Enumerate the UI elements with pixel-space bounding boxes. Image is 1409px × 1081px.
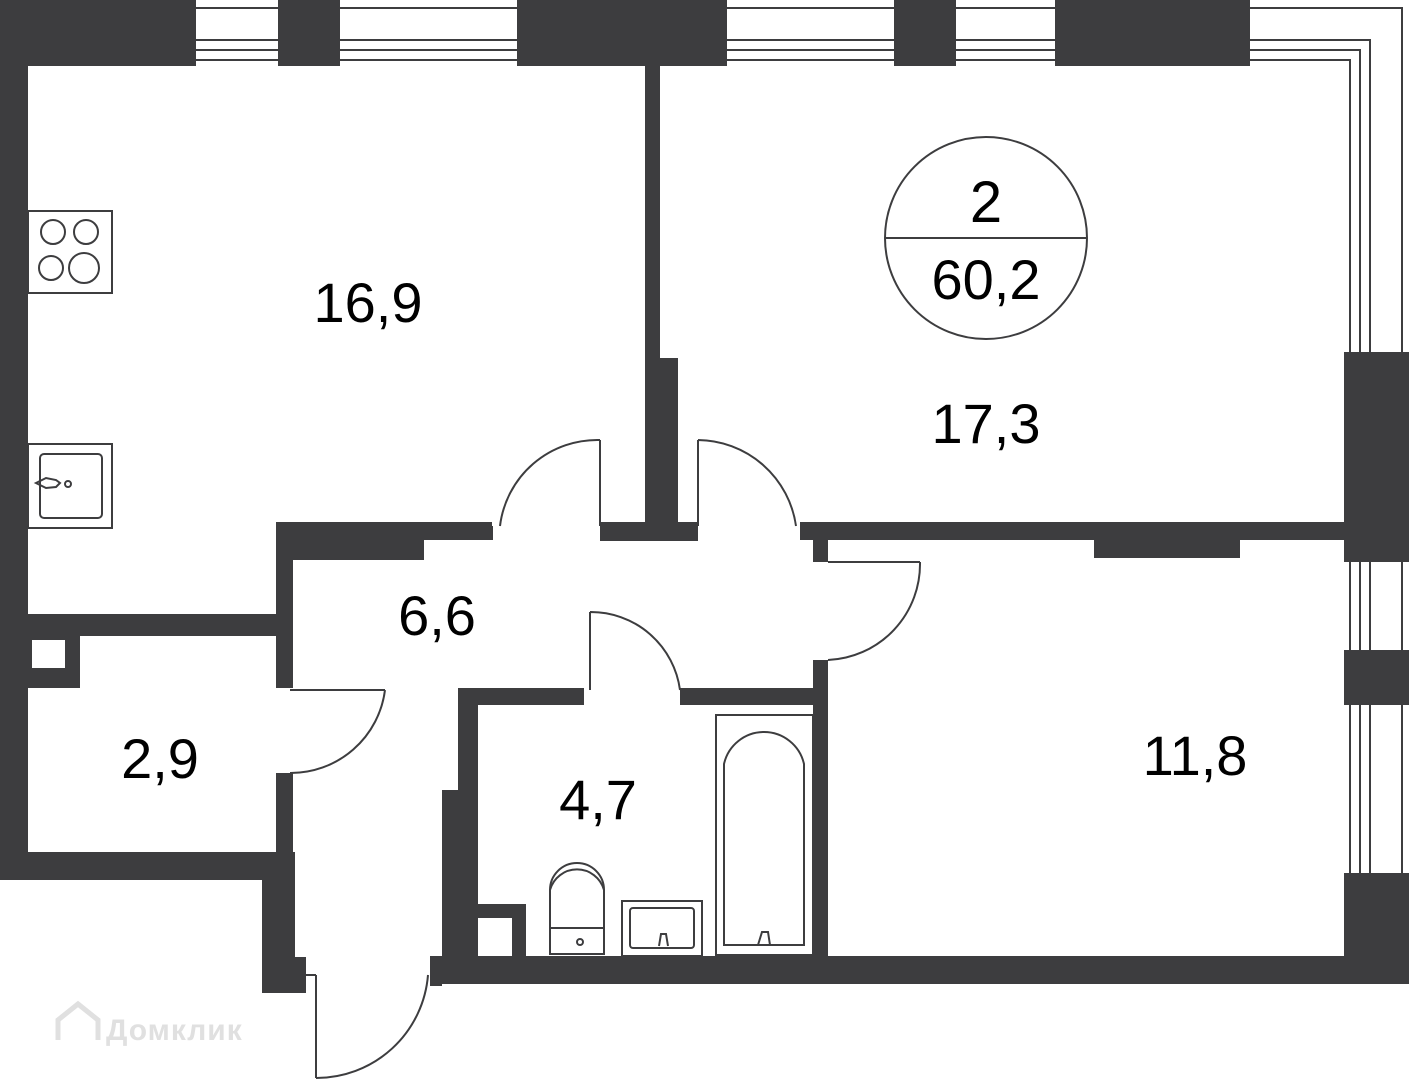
- door: [491, 438, 601, 540]
- fixtures: [27, 210, 814, 957]
- right-windows: [1349, 562, 1403, 873]
- toilet-icon: [549, 862, 605, 955]
- bath-sink-icon: [621, 900, 703, 957]
- bathroom-area: 4,7: [559, 768, 637, 831]
- outer-walls: [0, 0, 1409, 993]
- bedroom-area: 17,3: [932, 392, 1041, 455]
- room-area: 11,8: [1143, 724, 1248, 787]
- house-logo-icon: [55, 1000, 101, 1040]
- door: [697, 439, 797, 527]
- window: [956, 7, 1055, 61]
- window: [1349, 705, 1403, 873]
- apartment-badge: 2 60,2: [884, 136, 1088, 340]
- room-labels: 16,9 17,3 6,6 2,9 4,7 11,8: [121, 271, 1247, 831]
- stove-icon: [27, 210, 113, 294]
- door: [289, 689, 386, 775]
- entrance-door: [306, 974, 429, 1080]
- doors: [289, 438, 922, 1080]
- interior-walls: [28, 66, 1344, 956]
- window: [196, 7, 278, 61]
- corner-window: [1250, 7, 1403, 352]
- storage-area: 2,9: [121, 727, 199, 790]
- room-count: 2: [970, 170, 1002, 235]
- kitchen-area: 16,9: [314, 271, 423, 334]
- window: [727, 7, 894, 61]
- window: [1349, 562, 1403, 650]
- window: [340, 7, 517, 61]
- watermark-text: Домклик: [106, 1014, 243, 1047]
- total-area: 60,2: [932, 248, 1041, 311]
- bathtub-icon: [715, 714, 814, 956]
- door: [827, 561, 922, 661]
- hall-area: 6,6: [398, 584, 476, 647]
- door: [589, 610, 681, 691]
- top-windows: [196, 7, 1403, 352]
- watermark: Домклик: [55, 1000, 243, 1047]
- kitchen-sink-icon: [27, 443, 113, 529]
